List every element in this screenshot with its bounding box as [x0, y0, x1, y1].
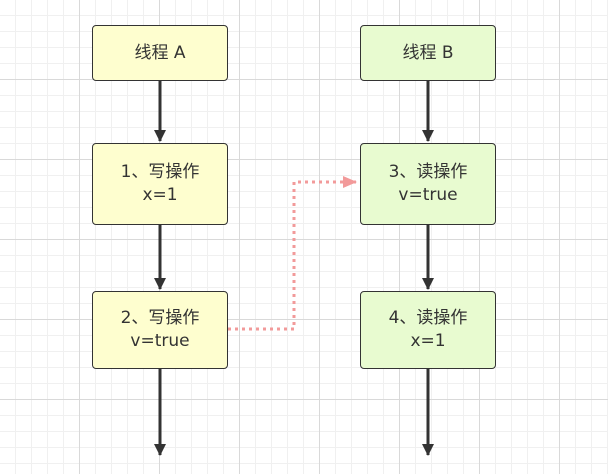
read-op3-node: 3、读操作 v=true — [360, 143, 496, 225]
write-op2-node: 2、写操作 v=true — [92, 291, 228, 369]
write-op2-line1: 2、写操作 — [120, 308, 200, 329]
write-op2-line2: v=true — [130, 331, 190, 351]
edge-happens-before — [228, 176, 357, 331]
write-op1-node: 1、写操作 x=1 — [92, 143, 228, 225]
write-op1-line1: 1、写操作 — [120, 162, 200, 183]
thread-b-label: 线程 B — [402, 42, 454, 63]
write-op1-line2: x=1 — [142, 185, 178, 205]
thread-a-label: 线程 A — [134, 42, 186, 63]
read-op4-line2: x=1 — [410, 331, 446, 351]
read-op3-line1: 3、读操作 — [388, 162, 468, 183]
thread-a-node: 线程 A — [92, 25, 228, 81]
read-op4-line1: 4、读操作 — [388, 308, 468, 329]
thread-b-node: 线程 B — [360, 25, 496, 81]
read-op3-line2: v=true — [398, 185, 458, 205]
read-op4-node: 4、读操作 x=1 — [360, 291, 496, 369]
